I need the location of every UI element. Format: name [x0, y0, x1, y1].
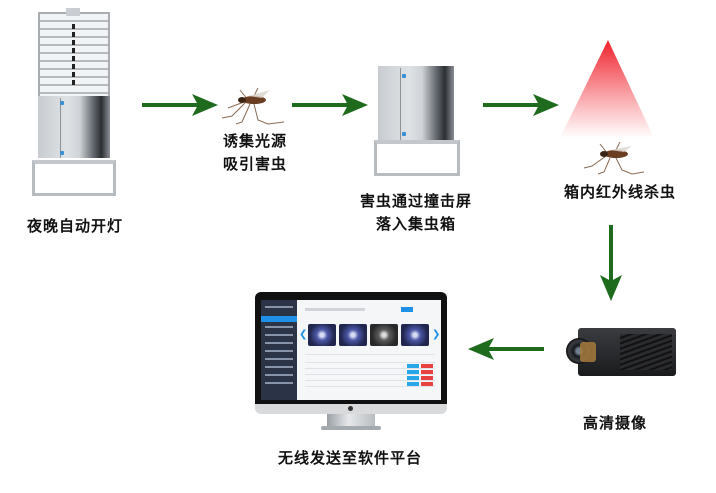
- stand-frame: [32, 160, 116, 196]
- sidebar-item: [265, 350, 293, 352]
- indicator-led: [60, 151, 64, 155]
- table-row: [305, 374, 435, 375]
- sidebar-item: [265, 382, 293, 384]
- platform-sidebar: [261, 300, 297, 400]
- step-5-label: 高清摄像: [560, 412, 670, 435]
- row-view-button: [407, 376, 419, 380]
- lamp-tube: [72, 24, 75, 86]
- arrow-left-icon: [468, 338, 544, 360]
- sidebar-item: [265, 366, 293, 368]
- insect-photo-thumbnail: [308, 324, 336, 346]
- step-2-label: 诱集光源 吸引害虫: [200, 130, 310, 176]
- platform-screen: ❮ ❯: [261, 300, 441, 400]
- table-row: [305, 386, 435, 387]
- mosquito-icon: [583, 142, 645, 175]
- step-4-label: 箱内红外线杀虫: [545, 181, 695, 204]
- row-view-button: [407, 370, 419, 374]
- step-4-label-line-1: 箱内红外线杀虫: [563, 183, 676, 201]
- lens-focus-ring: [580, 342, 596, 362]
- sidebar-item: [265, 342, 293, 344]
- door-seam: [60, 98, 61, 158]
- stand-frame: [374, 140, 460, 176]
- sidebar-item: [265, 334, 293, 336]
- sidebar-active-item: [261, 316, 297, 322]
- platform-filter-bar: [305, 308, 365, 311]
- step-5-label-line-1: 高清摄像: [582, 414, 647, 432]
- step-3-label-line-2: 落入集虫箱: [375, 215, 456, 233]
- cabinet: [38, 96, 110, 158]
- row-view-button: [407, 364, 419, 368]
- step-3-label: 害虫通过撞击屏 落入集虫箱: [336, 190, 496, 236]
- insect-trap-lamp-device-icon: [28, 8, 120, 198]
- table-row: [305, 362, 435, 363]
- arrow-down-icon: [600, 225, 622, 301]
- step-2-label-line-1: 诱集光源: [222, 132, 287, 150]
- indicator-led: [402, 132, 406, 136]
- monitor-stand: [327, 414, 375, 428]
- row-view-button: [407, 382, 419, 386]
- step-1-label-line-1: 夜晚自动开灯: [26, 217, 123, 235]
- arrow-right-icon: [292, 94, 368, 116]
- monitor-stand-base: [321, 426, 381, 430]
- step-1-label: 夜晚自动开灯: [10, 215, 140, 238]
- sidebar-item: [265, 358, 293, 360]
- table-row: [305, 380, 435, 381]
- sidebar-item: [265, 374, 293, 376]
- insect-photo-thumbnail: [401, 324, 429, 346]
- infrared-beam-icon: [560, 40, 654, 138]
- hd-camera-icon: [560, 322, 680, 384]
- row-delete-button: [421, 364, 433, 368]
- row-delete-button: [421, 376, 433, 380]
- step-3-label-line-1: 害虫通过撞击屏: [359, 192, 472, 210]
- arrow-right-icon: [142, 94, 218, 116]
- step-6-label: 无线发送至软件平台: [250, 447, 450, 470]
- arrow-right-icon: [483, 94, 559, 116]
- collection-box-device-icon: [372, 62, 462, 180]
- camera-heat-fins: [620, 334, 672, 370]
- monitor-logo: [348, 406, 353, 411]
- row-delete-button: [421, 382, 433, 386]
- sidebar-item: [265, 326, 293, 328]
- sidebar-item: [265, 306, 293, 308]
- chevron-left-icon: ❮: [299, 329, 308, 340]
- insect-photo-thumbnail: [370, 324, 398, 346]
- indicator-led: [402, 74, 406, 78]
- platform-search-button: [401, 307, 413, 312]
- lamp-cap: [66, 8, 80, 16]
- table-row: [305, 354, 435, 355]
- insect-photo-thumbnail: [339, 324, 367, 346]
- row-delete-button: [421, 370, 433, 374]
- collection-box: [378, 66, 454, 140]
- step-2-label-line-2: 吸引害虫: [222, 155, 287, 173]
- monitor-software-platform-icon: ❮ ❯: [255, 292, 447, 436]
- step-6-label-line-1: 无线发送至软件平台: [277, 449, 422, 467]
- table-row: [305, 368, 435, 369]
- indicator-led: [60, 101, 64, 105]
- mosquito-icon: [221, 87, 285, 125]
- door-seam: [400, 68, 401, 140]
- chevron-right-icon: ❯: [432, 329, 441, 340]
